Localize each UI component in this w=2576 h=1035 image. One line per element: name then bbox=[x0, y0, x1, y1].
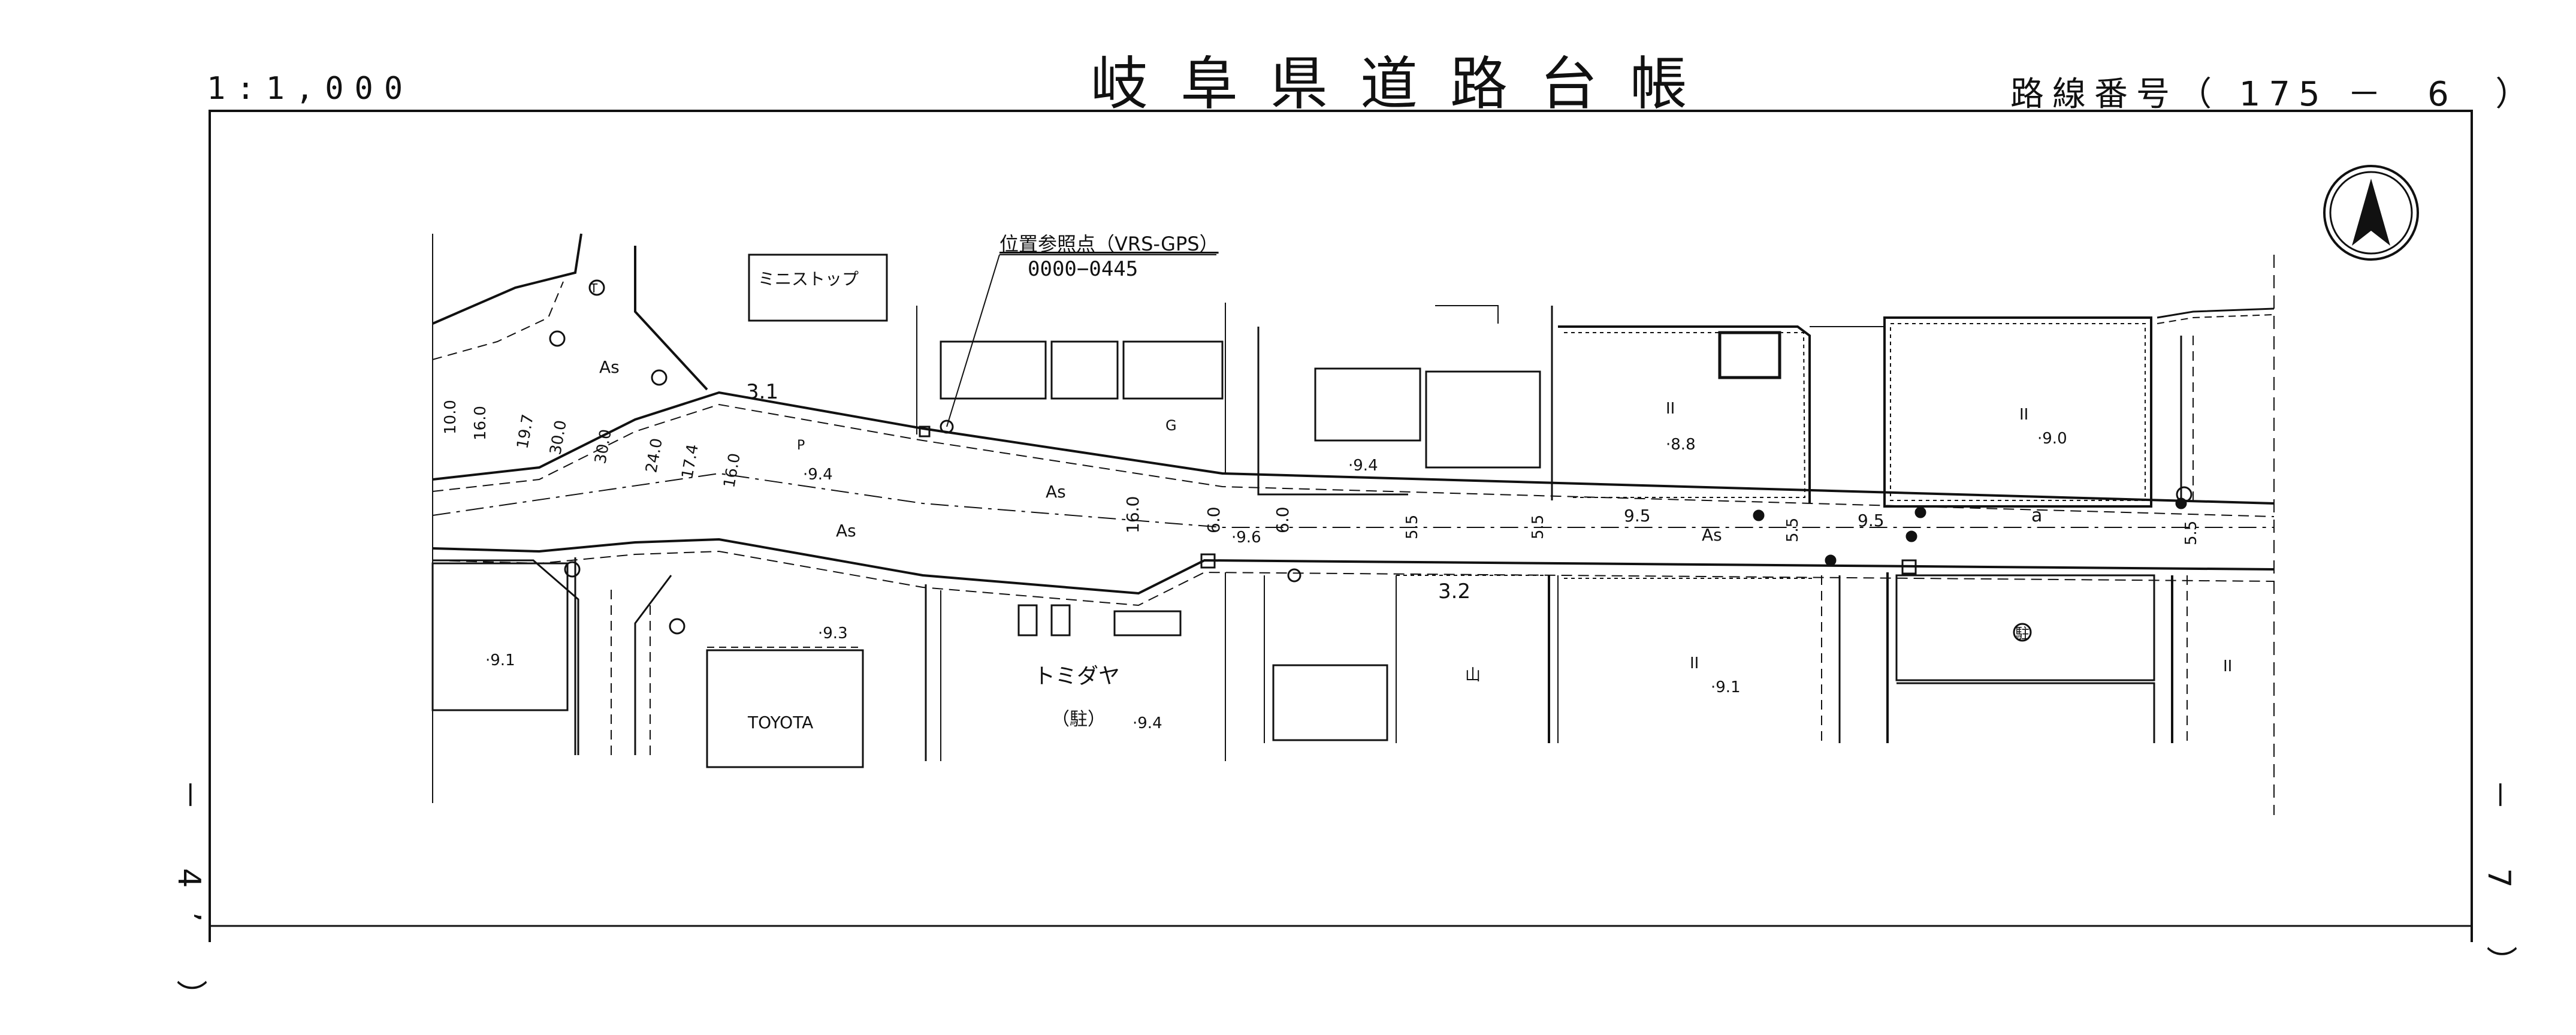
elevation-point: ·9.4 bbox=[803, 466, 833, 484]
pavement-asphalt: As bbox=[1702, 525, 1722, 545]
road-map[interactable]: 位置参照点（VRS-GPS） 0000−0445 ミニストップ TOYOTA ト… bbox=[0, 0, 2576, 942]
land-class-mark: a bbox=[2031, 505, 2042, 526]
dimension-label: 3.1 bbox=[746, 380, 778, 404]
pavement-asphalt: As bbox=[836, 521, 856, 541]
dimension-label: 5.5 bbox=[2182, 521, 2200, 545]
dimension-label: 9.5 bbox=[1858, 511, 1885, 530]
dimension-label: 6.0 bbox=[1273, 506, 1292, 533]
dimension-label: 17.4 bbox=[678, 443, 702, 480]
pavement-asphalt: As bbox=[599, 357, 620, 377]
building-class-mark: II bbox=[1666, 400, 1675, 418]
map-title: 岐阜県道路台帳 bbox=[1091, 50, 1720, 117]
dimension-label: 10.0 bbox=[442, 400, 460, 434]
reference-point-code: 0000−0445 bbox=[1028, 257, 1138, 281]
elevation-point: ·9.0 bbox=[2037, 430, 2067, 448]
map-scale: 1:1,000 bbox=[207, 71, 414, 107]
dimension-label: 30.0 bbox=[591, 428, 615, 465]
dimension-label: 9.5 bbox=[1624, 506, 1651, 526]
map-area bbox=[431, 233, 2275, 815]
elevation-point: ·9.1 bbox=[485, 651, 515, 669]
dimension-label: 5.5 bbox=[1784, 518, 1802, 542]
elevation-point: ·9.4 bbox=[1348, 457, 1378, 475]
telephone-mark: T bbox=[590, 281, 598, 295]
elevation-point: ·9.1 bbox=[1711, 678, 1741, 696]
parking-symbol: 駐 bbox=[2015, 625, 2030, 642]
gas-mark: G bbox=[1165, 417, 1177, 434]
reference-point-marker bbox=[919, 254, 1216, 437]
dimension-label: 16.0 bbox=[720, 452, 744, 489]
elevation-point: ·9.3 bbox=[818, 624, 848, 642]
north-arrow-icon bbox=[2323, 165, 2419, 261]
elevation-point: ·9.4 bbox=[1136, 714, 1165, 732]
elevation-point: ·8.8 bbox=[1666, 436, 1696, 454]
parking-label: （駐） bbox=[1052, 709, 1106, 730]
mountain-mark: 山 bbox=[1465, 666, 1481, 684]
dimension-label: 6.0 bbox=[1204, 506, 1224, 533]
route-number: 路線番号（ 175 － 6 ） bbox=[2010, 75, 2538, 114]
dimension-label: 16.0 bbox=[1123, 496, 1143, 533]
point-symbols bbox=[549, 279, 2193, 642]
dimension-label: 19.7 bbox=[514, 413, 537, 450]
utility-pole-mark: P bbox=[797, 438, 805, 453]
building-class-mark: II bbox=[1690, 654, 1699, 672]
car-dealer-label: TOYOTA bbox=[747, 713, 813, 732]
pavement-asphalt: As bbox=[1046, 482, 1066, 502]
convenience-store-label: ミニストップ bbox=[758, 269, 859, 289]
reference-point-label: 位置参照点（VRS-GPS） bbox=[999, 233, 1219, 255]
sheet-frame bbox=[209, 110, 2473, 942]
dimension-label: 16.0 bbox=[472, 406, 490, 440]
dimension-label: 5.5 bbox=[1529, 515, 1547, 539]
dimension-label: 3.2 bbox=[1438, 580, 1470, 604]
elevation-point: ·9.6 bbox=[1231, 529, 1261, 547]
elevation-point: ·9.4 bbox=[1133, 714, 1162, 732]
tire-shop-label: トミダヤ bbox=[1034, 664, 1120, 689]
dimension-label: 24.0 bbox=[642, 437, 666, 474]
dimension-label: 5.5 bbox=[1403, 515, 1421, 539]
building-class-mark: II bbox=[2019, 406, 2028, 424]
building-class-mark: II bbox=[2223, 657, 2232, 675]
dimension-label: 30.0 bbox=[546, 419, 570, 456]
